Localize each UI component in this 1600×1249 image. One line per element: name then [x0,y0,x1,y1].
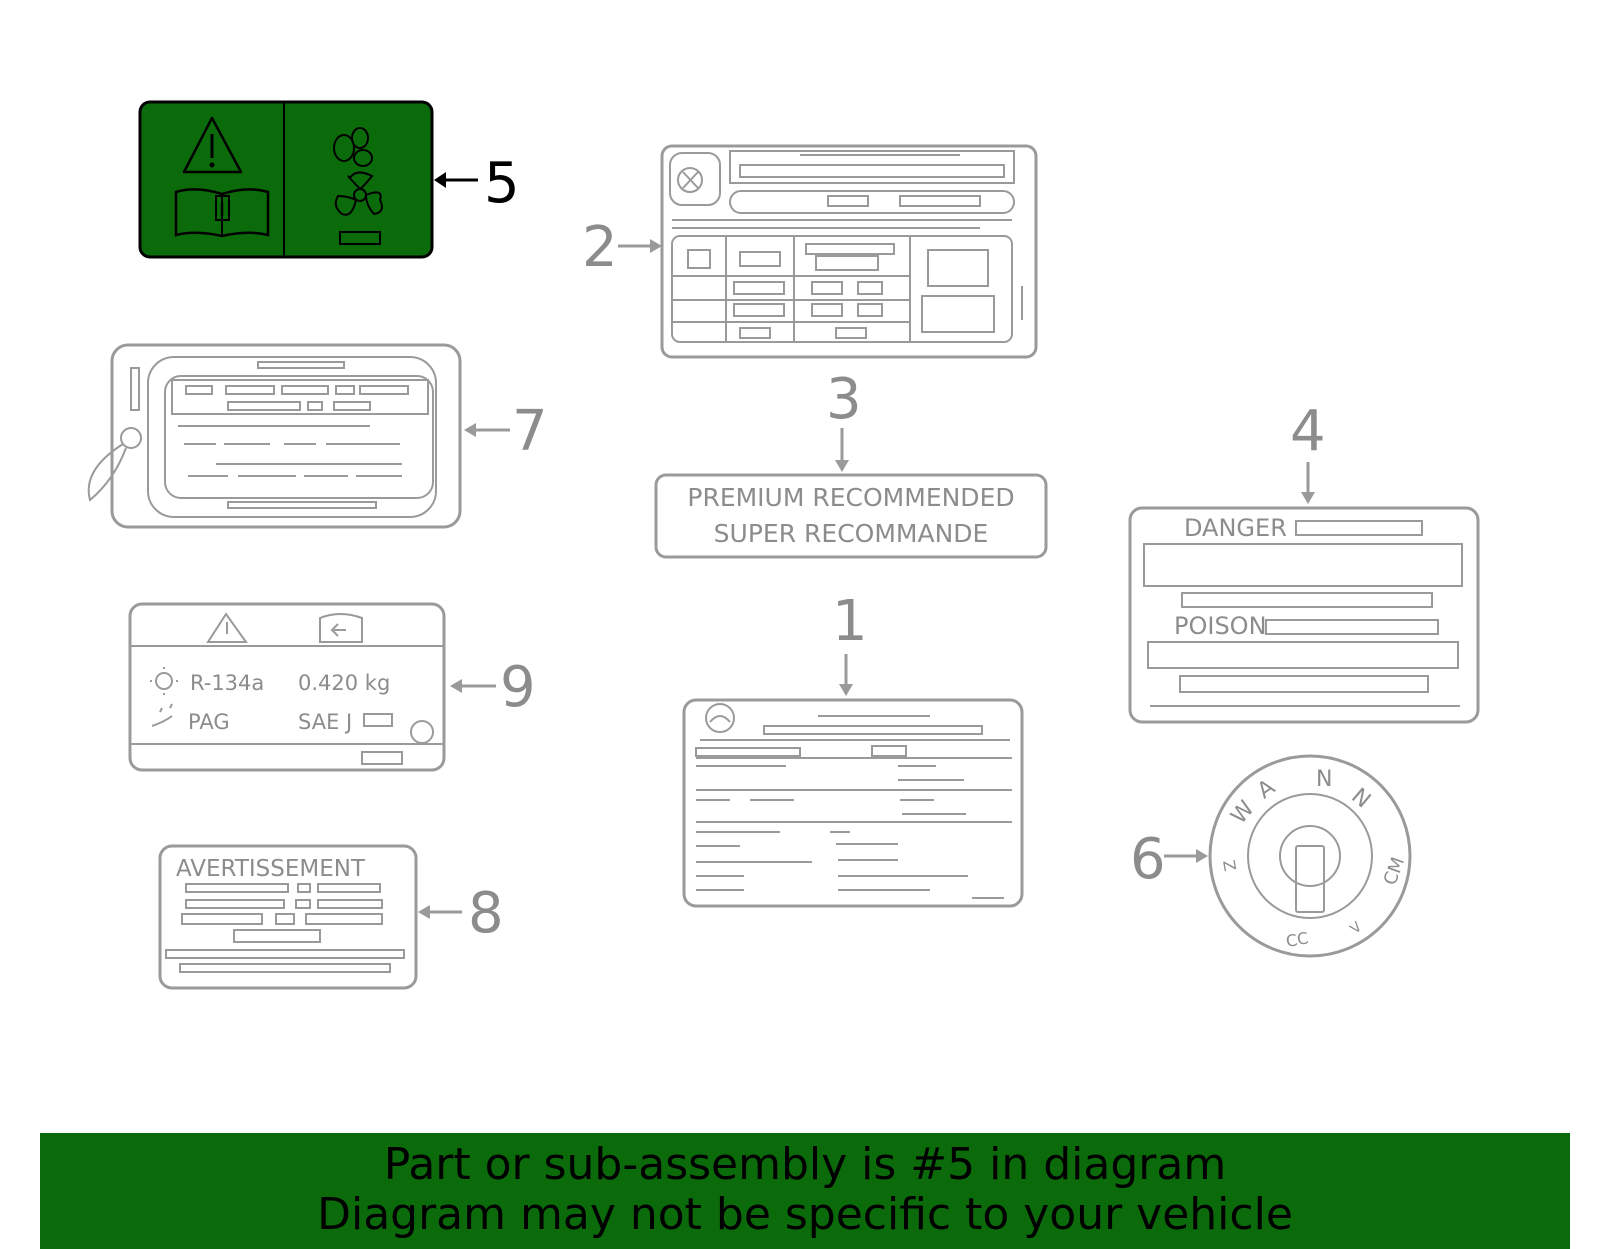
label-1-vehicle-emission-info[interactable] [682,698,1024,908]
fuel-text-line2: SUPER RECOMMANDE [714,519,989,548]
sae-standard: SAE J [298,710,352,734]
callout-1[interactable]: 1 [832,589,868,696]
dial-letter: V [1348,919,1366,938]
callout-8[interactable]: 8 [418,881,504,946]
callout-7[interactable]: 7 [464,399,548,464]
dial-letter: W [1226,796,1259,829]
callout-4[interactable]: 4 [1290,399,1326,504]
svg-text:4: 4 [1290,399,1326,464]
oil-drop-icon [151,703,173,727]
callout-5[interactable]: 5 [434,151,520,216]
warning-triangle-icon [182,116,243,174]
label-5-warning-fan[interactable] [138,100,434,259]
poison-text: POISON [1174,612,1267,640]
dial-letter: N [1316,767,1332,792]
svg-text:7: 7 [512,399,548,464]
svg-text:3: 3 [826,367,862,432]
dial-letter: Z [1219,859,1240,873]
svg-text:8: 8 [468,881,504,946]
dial-letter: CM [1380,854,1409,888]
callout-3[interactable]: 3 [826,367,862,472]
banner-line-2: Diagram may not be specific to your vehi… [317,1189,1293,1240]
callout-2[interactable]: 2 [582,215,662,280]
oil-type: PAG [188,710,230,734]
label-3-fuel-recommendation[interactable]: PREMIUM RECOMMENDED SUPER RECOMMANDE [654,473,1048,559]
brand-logo-icon [705,703,735,733]
banner-line-1: Part or sub-assembly is #5 in diagram [383,1139,1227,1190]
logo-icon [410,720,434,744]
label-4-battery-danger[interactable]: DANGER POISON [1128,506,1480,724]
dial-letter: A [1253,775,1280,804]
danger-text: DANGER [1184,514,1287,542]
avertissement-text: AVERTISSEMENT [176,856,366,882]
label-6-round-dial[interactable]: N N W A CM Z CC V [1208,754,1412,958]
refrigerant-type: R-134a [190,671,264,695]
manual-book-icon [174,188,270,238]
fuel-text-line1: PREMIUM RECOMMENDED [687,483,1014,512]
callout-9[interactable]: 9 [450,655,536,720]
svg-text:5: 5 [484,151,520,216]
label-8-avertissement[interactable]: AVERTISSEMENT [158,844,418,990]
svg-text:2: 2 [582,215,618,280]
refrigerant-amount: 0.420 kg [298,671,390,695]
tire-icon [677,167,703,193]
info-banner: Part or sub-assembly is #5 in diagram Di… [40,1133,1570,1249]
callout-6[interactable]: 6 [1130,827,1208,892]
fan-icon [333,127,383,245]
dial-letter: CC [1285,928,1310,951]
label-2-tire-placard[interactable] [660,144,1038,359]
sun-icon [150,667,178,695]
warning-triangle-icon [206,612,248,643]
label-9-ac-refrigerant[interactable]: R-134a 0.420 kg PAG SAE J [128,602,446,772]
svg-text:1: 1 [832,589,868,654]
label-7-emission[interactable] [87,343,462,529]
manual-icon [319,613,363,643]
svg-text:9: 9 [500,655,536,720]
svg-text:6: 6 [1130,827,1166,892]
